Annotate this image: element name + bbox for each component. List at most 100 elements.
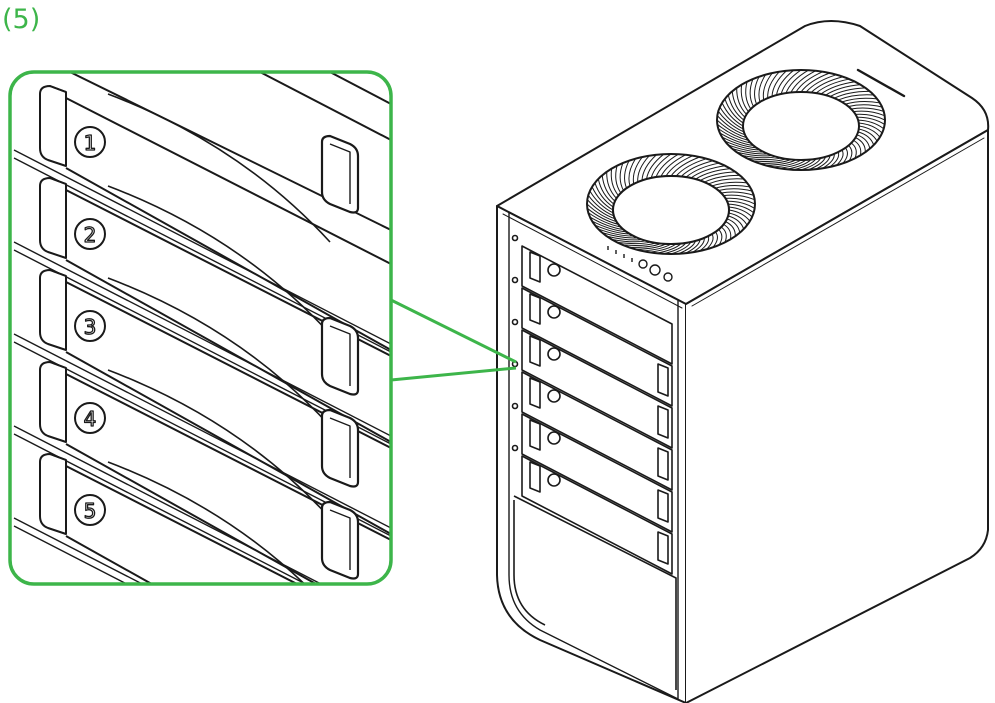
fan-blade [720,226,727,243]
fan-blade [728,209,751,222]
fan-blade [848,104,883,108]
bay-handle [320,408,360,488]
fan-blade [660,154,686,177]
fan-blade [721,102,744,127]
fan-blade [727,200,755,209]
fan-blade [587,194,615,217]
fan-blade [587,199,616,220]
bay-handle [320,500,360,580]
fan-blade [711,181,748,187]
fan-blade [725,221,736,237]
fan-blade [740,84,749,112]
device-drive-bay [511,234,673,365]
fan-blade [736,87,747,115]
fan-blade [822,153,835,169]
fan-blade [715,185,751,189]
fan-blade [851,107,884,112]
fan-blade [587,203,617,223]
fan-blade [724,98,744,124]
fan-blade [723,223,732,240]
fan-blade [690,165,726,179]
bay-release-latch [320,134,360,214]
fan-blade [587,212,621,228]
fan-blade [857,116,885,125]
device-drive-bay [511,444,673,575]
fan-blade [650,154,672,179]
callout-lines [390,298,517,382]
fan-blade [721,191,754,196]
fan-blade [841,97,878,103]
fan-blade [591,186,614,211]
fan-blade [723,194,755,201]
fan-blade [795,71,824,93]
fan-blade [706,233,714,250]
fan-blade [728,212,748,226]
fan-blade [708,178,744,185]
zoom-drive-bay: 2 [13,177,391,445]
fan-blade [587,207,619,225]
fan-blade [855,137,866,153]
fan-blade [591,220,627,233]
fan-blade [589,216,624,230]
fan-blade [858,122,883,134]
fan-blade [727,215,745,230]
fan-blade [848,145,853,162]
fan-blade [838,94,874,101]
fan-right [716,69,886,171]
fan-blade [602,232,638,239]
device-drive-bay [511,276,673,407]
fan-blade [785,70,809,94]
fan-blade [805,74,837,93]
fan-blade [665,155,694,177]
fan-blade [728,144,764,153]
bay-number-label: 2 [84,223,97,247]
fan-blade [771,70,787,97]
fan-blade [732,148,768,155]
fan-blade [815,78,850,94]
fan-blade [853,139,862,156]
fan-blade [717,128,751,144]
fan-blade [829,87,866,97]
fan-blade [717,119,747,139]
fan-blade [836,149,844,166]
fan-blade [619,162,624,191]
fan-blade [699,171,736,181]
fan-blade [775,70,795,96]
device-drive-bay [511,360,673,491]
fan-blade [731,91,746,118]
fan-blade [637,155,650,183]
fan-blade [717,123,749,141]
fan-blade [594,224,631,235]
fan-blade [606,171,617,199]
fan-blade [810,76,844,93]
side-face [685,129,989,703]
fan-blade [858,119,885,130]
fan-blade [628,158,636,187]
fan-blade [853,110,885,117]
fan-blade [728,206,753,218]
bay-number-label: 4 [84,407,97,431]
fan-blade [820,81,856,95]
fan-blade [842,147,848,164]
lower-panel [513,495,677,690]
fan-blade [717,110,745,133]
fan-blade [856,134,871,149]
fan-blade [825,84,861,96]
fan-left [586,153,756,255]
fan-blade [762,72,773,101]
fan-blade [601,175,616,202]
fan-blade [699,235,710,252]
zoom-drive-bay: 4 [13,361,391,584]
fan-blade [655,154,679,178]
fan-blade [857,131,875,146]
zoom-drive-bay: 5 [13,453,391,584]
fan-blade [615,165,622,194]
fan-blade [624,160,630,189]
fan-blade [712,231,718,248]
fan-blade [725,197,755,205]
fan-blade [858,125,881,138]
fan-blade [855,113,885,121]
fan-blade [632,156,643,185]
fan-blade [598,228,634,237]
